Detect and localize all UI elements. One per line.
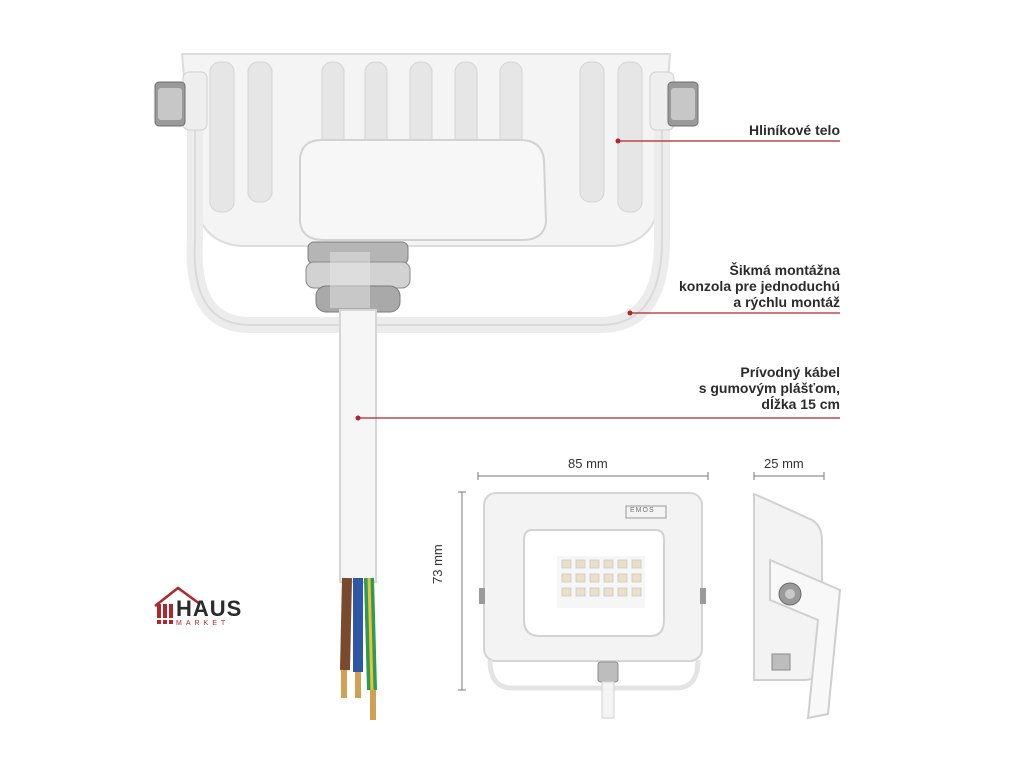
callout-cable-line-2: s gumovým plášťom,	[698, 380, 840, 396]
haus-market-logo-mark	[154, 586, 201, 624]
callout-cable-line-1: Prívodný kábel	[740, 364, 840, 380]
callout-bracket-line-3: a rýchlu montáž	[733, 294, 840, 310]
callout-bracket-line-1: Šikmá montážna	[729, 262, 840, 278]
cable-gland	[305, 241, 411, 313]
callout-power-cable: Prívodný kábel s gumovým plášťom, dĺžka …	[699, 364, 840, 412]
front-view	[458, 472, 709, 719]
callout-mounting-bracket: Šikmá montážna konzola pre jednoduchú a …	[679, 262, 840, 310]
callout-cable-line-3: dĺžka 15 cm	[761, 396, 840, 412]
callout-bracket-line-2: konzola pre jednoduchú	[678, 278, 840, 294]
dimension-width: 85 mm	[568, 456, 608, 471]
dimension-height: 73 mm	[430, 544, 445, 584]
power-cable	[339, 309, 377, 720]
side-view	[753, 472, 842, 720]
callout-lines	[358, 140, 840, 419]
bracket-screws	[154, 81, 699, 127]
aluminium-housing	[180, 53, 672, 247]
callout-body-line-1: Hliníkové telo	[748, 122, 840, 138]
logo-sub-text: MARKET	[176, 620, 230, 627]
logo-main-text: HAUS	[176, 596, 243, 621]
dimension-depth: 25 mm	[764, 456, 804, 471]
brand-mark: EMOS	[630, 507, 655, 514]
callout-aluminium-body: Hliníkové telo	[749, 122, 840, 138]
